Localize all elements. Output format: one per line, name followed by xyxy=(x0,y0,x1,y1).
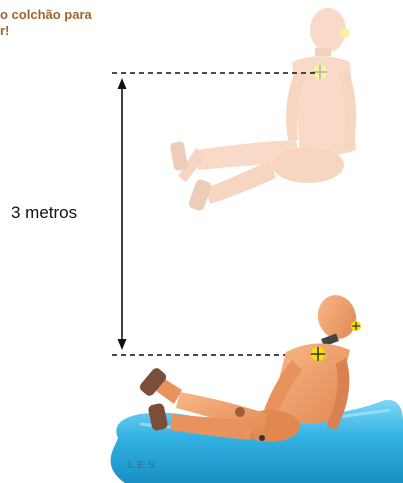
dummy-before-fall xyxy=(170,8,356,212)
credit-label: L.E.S. xyxy=(128,460,158,471)
dummy-on-mattress xyxy=(138,291,361,442)
height-arrow xyxy=(118,78,127,350)
height-label: 3 metros xyxy=(11,203,77,223)
